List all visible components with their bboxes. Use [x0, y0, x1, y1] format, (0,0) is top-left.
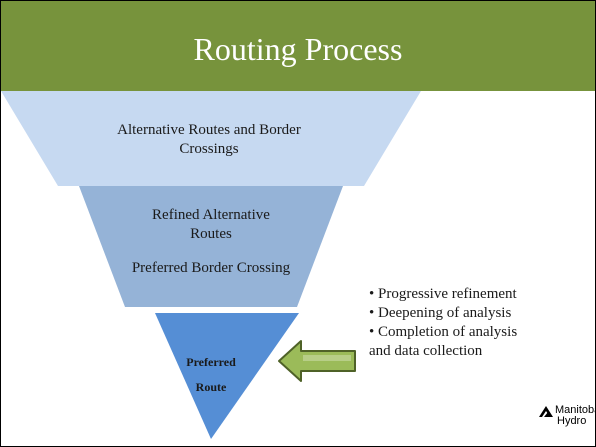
funnel-tier-1: [1, 91, 421, 186]
tier-2-label-border-crossing: Preferred Border Crossing: [131, 260, 291, 276]
funnel-tier-2: [79, 186, 343, 307]
bullet-item: • Progressive refinement: [369, 286, 517, 302]
bullet-list: • Progressive refinement • Deepening of …: [369, 285, 584, 361]
logo-line-1: Manitoba: [555, 404, 596, 416]
arrow-highlight: [303, 355, 351, 361]
bullet-item: and data collection: [369, 343, 483, 359]
manitoba-hydro-logo-icon: [539, 406, 553, 417]
tier-2-label-refined-routes: Refined Alternative Routes: [152, 207, 270, 242]
tier-1-label: Alternative Routes and Border Crossings: [117, 122, 301, 157]
funnel-tier-3: [155, 313, 299, 439]
logo-line-2: Hydro: [557, 415, 587, 427]
tier-3-label-line-2: Route: [195, 380, 227, 394]
logo-text: Manitoba Hydro: [555, 404, 596, 427]
slide-title: Routing Process: [193, 31, 403, 67]
tier-3-label-line-1: Preferred: [186, 355, 236, 369]
bullet-item: • Completion of analysis: [369, 324, 518, 340]
title-bar: [1, 1, 595, 91]
bullet-item: • Deepening of analysis: [369, 305, 512, 321]
